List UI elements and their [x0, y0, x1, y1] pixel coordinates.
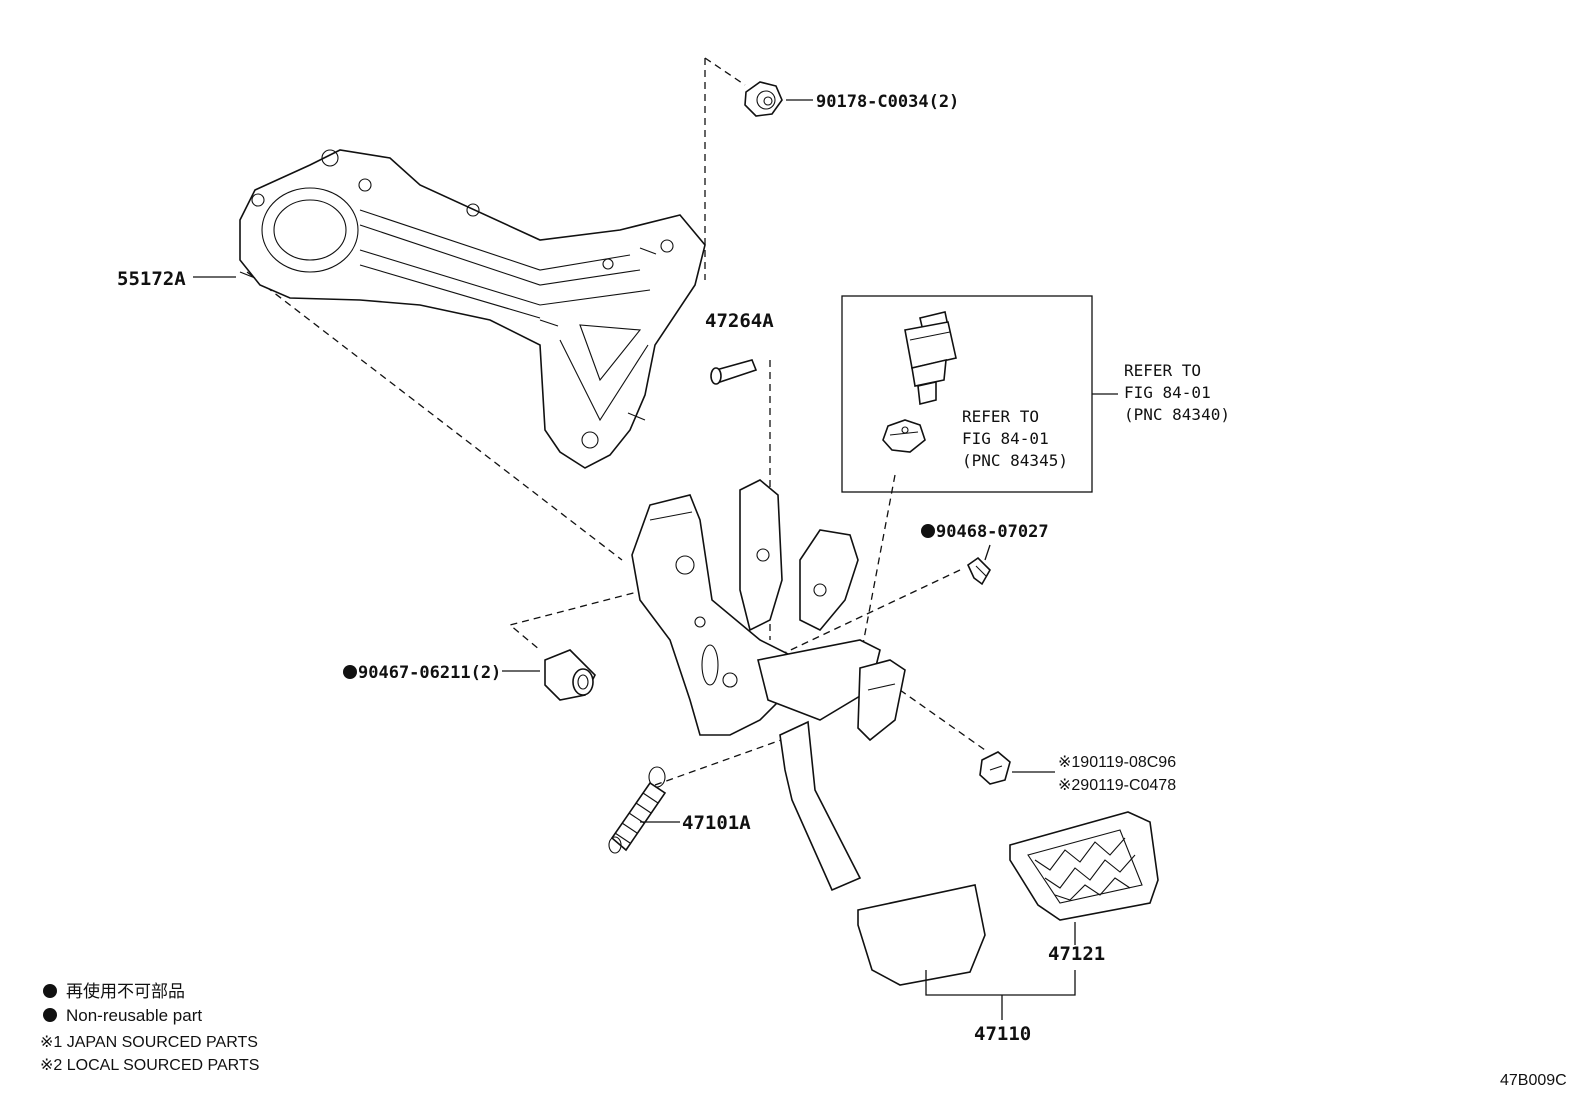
inner-ref-line2: FIG 84-01: [962, 429, 1049, 448]
pedal-assy-bracket-line: [925, 970, 1076, 996]
pin-part-number[interactable]: 47264A: [705, 310, 774, 332]
switch-cushion[interactable]: [882, 419, 926, 453]
spring-part-number[interactable]: 47101A: [682, 812, 751, 834]
bushing-part[interactable]: [544, 649, 596, 701]
stop-lamp-switch[interactable]: [904, 311, 957, 405]
pedal-assy-part-number[interactable]: 47110: [974, 1023, 1031, 1045]
inner-ref-line3: (PNC 84345): [962, 451, 1068, 470]
non-reusable-icon: [43, 984, 57, 998]
bracket-part[interactable]: [239, 149, 706, 469]
bolt-part[interactable]: [979, 751, 1011, 785]
pin-part[interactable]: [710, 359, 758, 385]
drawing-code: 47B009C: [1500, 1072, 1567, 1089]
pedal-support-part[interactable]: [631, 479, 906, 892]
pad-part-number[interactable]: 47121: [1048, 943, 1105, 965]
nut-part-number[interactable]: 90178-C0034(2): [816, 92, 959, 112]
legend: 再使用不可部品 Non-reusable part ※1 JAPAN SOURC…: [40, 981, 259, 1074]
bushing-part-number[interactable]: 90467-06211(2): [358, 663, 501, 683]
pedal-pad-base[interactable]: [857, 884, 986, 986]
bolt-local-number[interactable]: ※290119-C0478: [1058, 777, 1176, 794]
non-reusable-icon: [43, 1008, 57, 1022]
nut-part[interactable]: [744, 81, 783, 117]
legend-jp-nonreusable: 再使用不可部品: [66, 981, 185, 1001]
non-reusable-icon: [921, 524, 935, 538]
outer-ref-line2: FIG 84-01: [1124, 383, 1211, 402]
outer-ref-line1: REFER TO: [1124, 361, 1201, 380]
non-reusable-icon: [343, 665, 357, 679]
legend-local-sourced: ※2 LOCAL SOURCED PARTS: [40, 1057, 259, 1074]
legend-nonreusable: Non-reusable part: [66, 1006, 202, 1025]
clip-part-number[interactable]: 90468-07027: [936, 522, 1049, 542]
outer-ref-line3: (PNC 84340): [1124, 405, 1230, 424]
bracket-part-number[interactable]: 55172A: [117, 268, 186, 290]
spring-part[interactable]: [608, 766, 667, 854]
bolt-japan-number[interactable]: ※190119-08C96: [1058, 754, 1176, 771]
pedal-pad-part[interactable]: [1009, 811, 1159, 921]
clip-part[interactable]: [966, 556, 991, 586]
inner-ref-line1: REFER TO: [962, 407, 1039, 426]
legend-japan-sourced: ※1 JAPAN SOURCED PARTS: [40, 1034, 258, 1051]
